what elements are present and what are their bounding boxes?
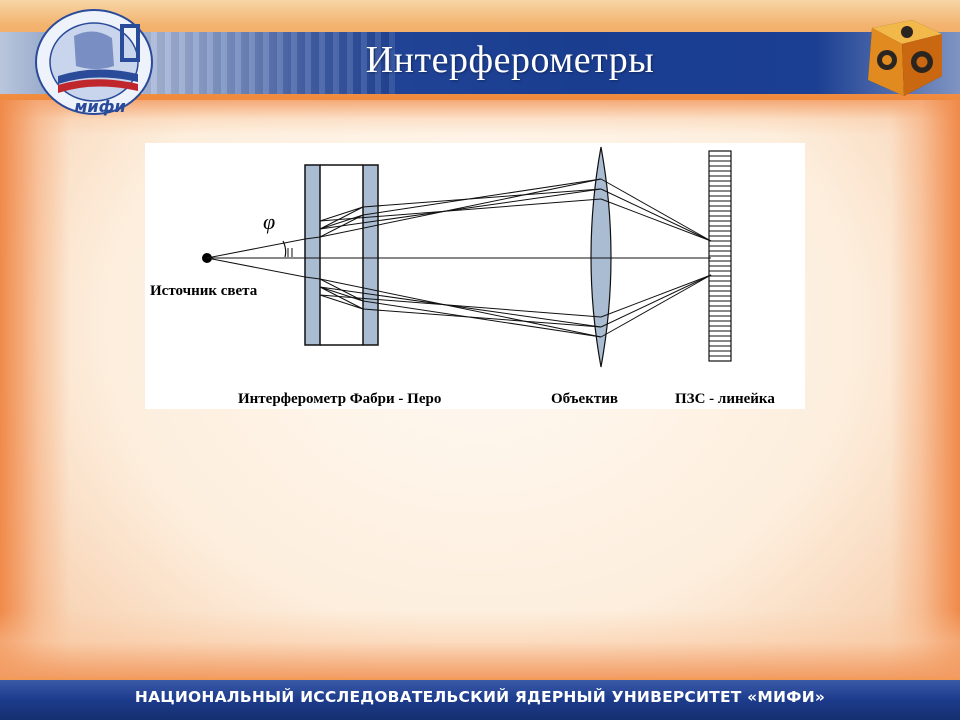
frame-left-decoration <box>0 95 70 680</box>
light-source-label: Источник света <box>150 283 258 299</box>
ccd-label: ПЗС - линейка <box>675 391 775 407</box>
footer-university-name: НАЦИОНАЛЬНЫЙ ИССЛЕДОВАТЕЛЬСКИЙ ЯДЕРНЫЙ У… <box>134 688 826 706</box>
fabry-perot-plate-right <box>362 164 379 346</box>
angle-phi-label: φ <box>263 209 275 234</box>
interferometer-label: Интерферометр Фабри - Перо <box>238 391 441 407</box>
frame-top-decoration <box>0 95 960 135</box>
frame-right-decoration <box>890 95 960 680</box>
fabry-perot-plate-left <box>304 164 321 346</box>
page-title: Интерферометры <box>365 39 655 81</box>
light-rays <box>206 178 712 338</box>
university-logo: мифи <box>34 6 159 118</box>
frame-bottom-decoration <box>0 610 960 680</box>
slide-footer: НАЦИОНАЛЬНЫЙ ИССЛЕДОВАТЕЛЬСКИЙ ЯДЕРНЫЙ У… <box>0 678 960 720</box>
objective-lens <box>590 146 612 368</box>
interferometer-diagram: φ Источник света Интерферометр Фабри - П… <box>145 143 805 409</box>
ccd-line-sensor <box>708 150 732 362</box>
logo-text: мифи <box>74 97 125 116</box>
objective-label: Объектив <box>551 391 618 407</box>
cube-logo-icon <box>860 18 946 98</box>
